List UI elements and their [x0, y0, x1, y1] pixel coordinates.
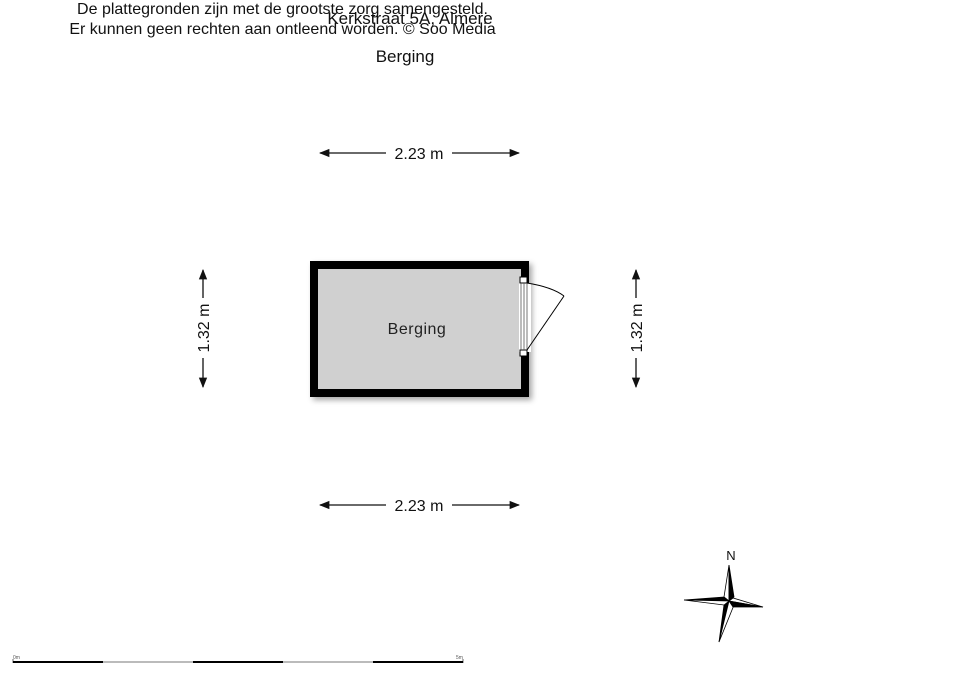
dimension-right: 1.32 m — [629, 268, 646, 389]
dimension-bottom: 2.23 m — [318, 498, 521, 515]
floor-title: Berging — [375, 47, 435, 66]
disclaimer-line-1: De plattegronden zijn met de grootste zo… — [77, 1, 488, 18]
room-berging: Berging — [310, 261, 565, 397]
door-jamb-top — [519, 276, 528, 284]
compass-north-label: N — [726, 548, 735, 563]
compass-rose-icon: N — [683, 548, 764, 643]
disclaimer: De plattegronden zijn met de grootste zo… — [0, 0, 565, 40]
dimension-top-label: 2.23 m — [395, 146, 444, 163]
dimension-left: 1.32 m — [196, 268, 213, 389]
room-floor — [318, 269, 521, 389]
dimension-bottom-label: 2.23 m — [395, 498, 444, 515]
scale-start-label: 0m — [13, 655, 20, 661]
disclaimer-line-2: Er kunnen geen rechten aan ontleend word… — [69, 21, 496, 38]
door-leaf — [526, 295, 565, 351]
address-title: Kerkstraat 5A, Almere — [327, 9, 493, 28]
door-opening — [519, 283, 531, 352]
dimension-right-label: 1.32 m — [629, 304, 646, 353]
room-label: Berging — [388, 321, 447, 338]
door-swing-arc — [526, 282, 565, 297]
dimension-top: 2.23 m — [318, 146, 521, 163]
dimension-left-label: 1.32 m — [196, 304, 213, 353]
scale-end-label: 5m — [456, 655, 463, 661]
scale-bar: 0m 5m — [12, 655, 464, 663]
door-jamb-bottom — [519, 349, 528, 357]
